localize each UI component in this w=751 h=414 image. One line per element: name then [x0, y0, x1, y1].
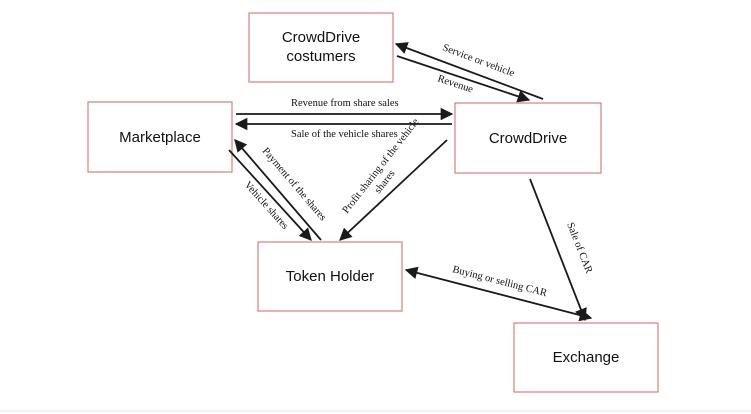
- arrow-profit-sharing: [339, 139, 448, 241]
- node-exchange-label: Exchange: [553, 349, 620, 366]
- edge-revenue-from-share-sales: Revenue from share sales: [236, 98, 454, 121]
- arrow-buying-or-selling-car: [404, 266, 593, 322]
- arrow-payment-of-shares: [234, 139, 322, 241]
- node-crowddrive-customers: CrowdDrive costumers: [248, 12, 394, 83]
- node-crowddrive-label: CrowdDrive: [489, 130, 567, 147]
- node-marketplace: Marketplace: [87, 101, 233, 173]
- edge-label-revenue: Revenue: [436, 73, 475, 95]
- edge-sale-of-car: Sale of CAR: [529, 178, 594, 322]
- edge-label-sale-of-vehicle-shares: Sale of the vehicle shares: [291, 129, 398, 140]
- edge-label-vehicle-shares: Vehicle shares: [242, 180, 291, 232]
- node-crowddrive-customers-label-line1: CrowdDrive: [282, 29, 360, 46]
- node-token-holder: Token Holder: [257, 241, 403, 312]
- node-crowddrive: CrowdDrive: [454, 102, 602, 174]
- arrow-revenue: [396, 55, 531, 103]
- edge-sale-of-vehicle-shares: Sale of the vehicle shares: [234, 117, 452, 140]
- edge-label-revenue-from-share-sales: Revenue from share sales: [291, 98, 399, 109]
- node-exchange: Exchange: [513, 322, 659, 393]
- node-marketplace-label: Marketplace: [119, 129, 201, 146]
- arrow-service-or-vehicle: [394, 42, 544, 100]
- node-crowddrive-customers-label-line2: costumers: [286, 48, 355, 65]
- node-token-holder-label: Token Holder: [286, 268, 374, 285]
- arrow-vehicle-shares: [228, 149, 312, 241]
- edge-label-sale-of-car: Sale of CAR: [564, 221, 594, 275]
- edge-buying-or-selling-car: Buying or selling CAR: [404, 264, 593, 322]
